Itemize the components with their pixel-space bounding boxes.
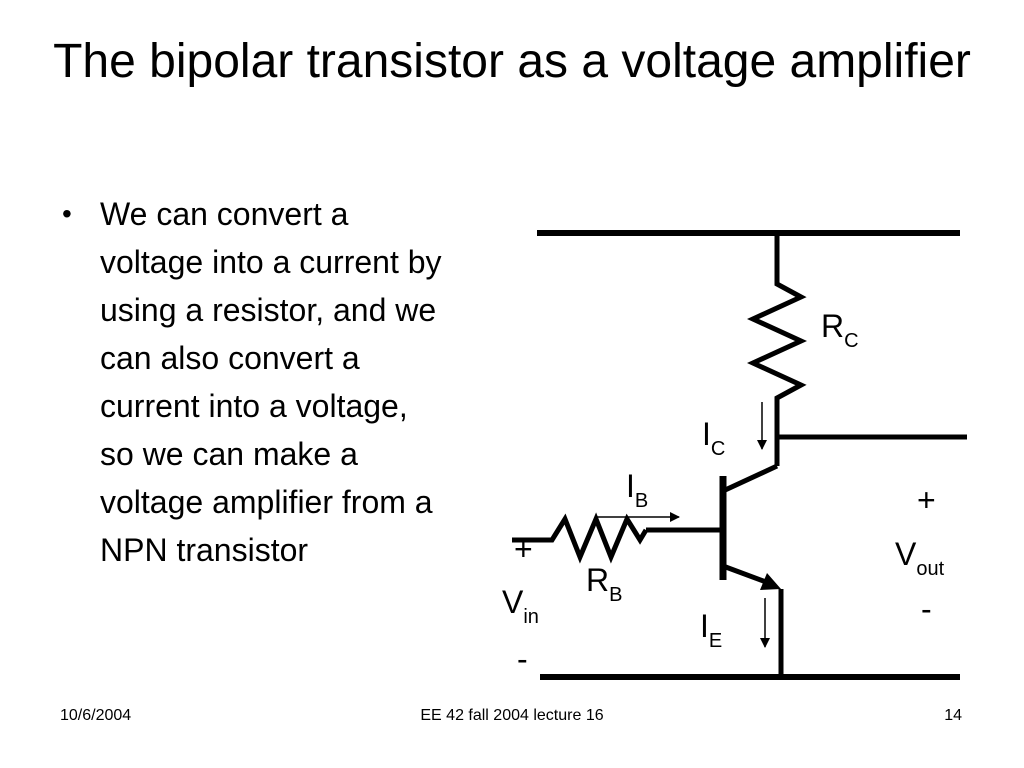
collector-diagonal — [721, 463, 779, 494]
bullet-list: • We can convert a voltage into a curren… — [62, 190, 442, 574]
footer-course: EE 42 fall 2004 lecture 16 — [420, 707, 604, 724]
vin-label: Vin — [502, 584, 539, 628]
footer-page-number: 14 — [944, 707, 962, 724]
ic-label: IC — [702, 416, 725, 460]
slide-title: The bipolar transistor as a voltage ampl… — [53, 35, 971, 88]
vout-plus-label: + — [917, 482, 936, 518]
ie-label: IE — [700, 608, 722, 652]
bullet-text: We can convert a voltage into a current … — [100, 196, 442, 568]
ib-label: IB — [626, 468, 648, 512]
emitter-arrowhead — [760, 573, 781, 590]
emitter-diagonal — [722, 563, 767, 585]
vout-label: Vout — [895, 536, 945, 580]
vin-minus-label: - — [517, 641, 528, 677]
collector-resistor — [746, 233, 808, 437]
bullet-dot: • — [62, 198, 72, 229]
vout-minus-label: - — [921, 591, 932, 627]
bullet-item: • We can convert a voltage into a curren… — [62, 190, 442, 574]
rb-label: RB — [586, 562, 622, 606]
vin-plus-label: + — [514, 531, 533, 567]
footer-date: 10/6/2004 — [60, 707, 132, 724]
rc-label: RC — [821, 308, 859, 352]
base-resistor — [512, 512, 649, 564]
